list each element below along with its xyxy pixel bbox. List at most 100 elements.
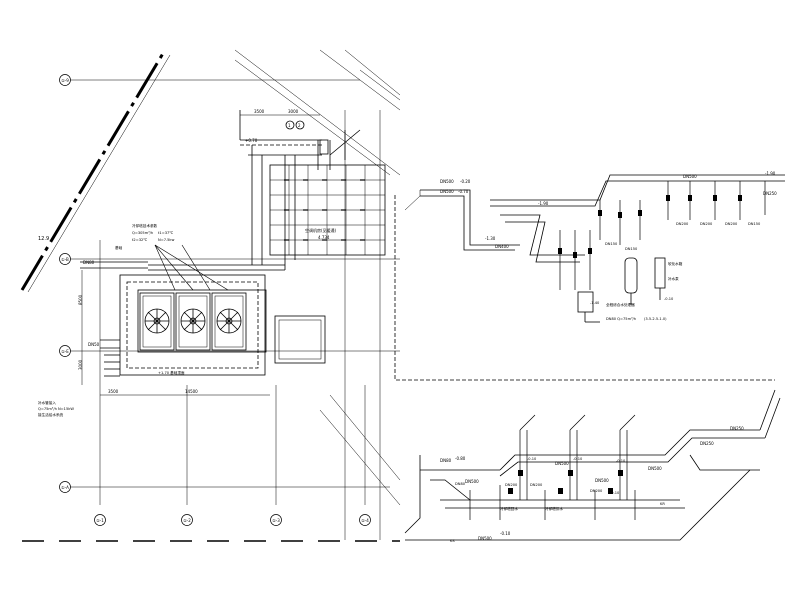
bot-dn-5: DN500 (478, 536, 492, 541)
basin-note: +1.70 基础顶面 (158, 370, 185, 375)
axis-bubble-row-1: ①-9 (59, 74, 71, 86)
top-elev-4: -1.30 (485, 236, 496, 241)
note-pump: 补水泵 (668, 276, 679, 281)
bot-dn-3: DN500 (648, 466, 662, 471)
bot-dn-11: DN80 (440, 458, 452, 463)
axis-bubble-row-4: ①-A (59, 481, 71, 493)
bot-elev-4: -0.10 (573, 457, 583, 461)
bot-dn-7: DN250 (730, 426, 744, 431)
top-dn-4: DN400 (495, 244, 509, 249)
axis-label-col-4: ①-4 (361, 518, 369, 523)
dim-top-a: 3500 (254, 109, 265, 114)
bot-dn-9: DN200 (530, 483, 543, 487)
bot-elev-3: -0.10 (527, 457, 537, 461)
top-branch-2: DN200 (700, 222, 713, 226)
callout-bubble-1 (285, 120, 295, 130)
equipment-pad (274, 315, 326, 364)
axis-bubble-col-1: ①-1 (94, 514, 106, 526)
axis-label-col-1: ①-1 (96, 518, 104, 523)
unit-note-5: N=7.5kw (158, 238, 174, 242)
callout-1: 1 (288, 123, 291, 128)
left-note-1: 补水管接入 (38, 400, 56, 405)
fan-icon-3 (217, 309, 241, 333)
bot-elev-6: -0.10 (610, 491, 620, 495)
note-treat-2: DN80 Q=75m³/h (606, 317, 636, 321)
dim-bottom-a: 3500 (108, 389, 119, 394)
top-elev-5: -0.10 (664, 297, 674, 301)
dim-left-b: 3000 (78, 359, 83, 370)
bot-dn-1: DN500 (465, 479, 479, 484)
diag-label: 12.9 (38, 236, 49, 242)
plan-left: DN80 8500 3000 DN50 补水管接入 Q=75m³/h N=15k… (38, 260, 270, 417)
water-treatment-vessel (624, 257, 638, 305)
tower-leaders (154, 244, 229, 291)
grid-note-2: 4.734 (318, 235, 330, 240)
callout-2: 2 (298, 123, 301, 128)
bot-ks: KS (450, 539, 455, 543)
diagonal-wall: 12.9 (20, 49, 171, 293)
bot-dn-8: DN200 (505, 483, 518, 487)
bot-note-1: 冷却塔回水 (500, 506, 518, 511)
grid-note-1: 空调机房(见暖通) (305, 227, 337, 233)
dim-bottom-b: 14500 (185, 389, 198, 394)
top-branch-4: DN150 (605, 242, 618, 246)
axis-bubble-col-4: ①-4 (359, 514, 371, 526)
top-branch-5: DN150 (625, 247, 638, 251)
pipe-label-left: DN80 (83, 260, 95, 265)
bot-dn-6: DN250 (700, 441, 714, 446)
cooling-tower-unit-2 (175, 292, 211, 351)
axis-bubble-row-3: ①-E (59, 345, 71, 357)
bot-dn-10: DN200 (590, 489, 603, 493)
top-dn-3: DN500 (683, 174, 697, 179)
tower-pad-outer (119, 274, 266, 376)
pump-group (577, 291, 600, 323)
bot-elev-1: -0.80 (455, 456, 466, 461)
axis-grid (70, 79, 400, 505)
axis-bubble-row-2: ①-B (59, 253, 71, 265)
top-elev-6: -1.40 (590, 301, 600, 305)
level-top: +0.70 (245, 138, 258, 143)
note-tank: 软化水箱 (668, 261, 683, 266)
bot-dn-4: DN500 (595, 478, 609, 483)
top-dn-2: DN500 (440, 189, 454, 194)
top-elev-2: -0.70 (458, 189, 469, 194)
top-branch-3: DN200 (725, 222, 738, 226)
building-outline (234, 49, 401, 540)
note-treat: 全程综合水处理器 (606, 302, 635, 307)
top-elev-1: -0.20 (460, 179, 471, 184)
tower-frame (137, 289, 267, 353)
axis-label-row-3: ①-E (61, 349, 69, 354)
axis-bubble-col-2: ①-2 (181, 514, 193, 526)
soft-water-tank (654, 257, 666, 300)
unit-note-1: 冷却塔技术参数 (132, 223, 158, 228)
grid-room: 空调机房(见暖通) 4.734 (269, 164, 386, 256)
axis-bubble-col-3: ①-3 (270, 514, 282, 526)
axis-label-row-1: ①-9 (61, 78, 69, 83)
bot-note-2: 冷却塔供水 (545, 506, 563, 511)
pipe-label-dn50: DN50 (88, 342, 100, 347)
left-note-2: Q=75m³/h N=15kW (38, 407, 74, 411)
bot-elev-2: -0.10 (500, 531, 511, 536)
tower-pad-dashed (126, 281, 259, 369)
plan-pipes: 1 2 3500 3000 +0.70 (148, 109, 361, 271)
top-right-elev: -1.90 (765, 171, 776, 176)
unit-note-2: Q=305m³/h (132, 231, 153, 235)
dim-top-b: 3000 (288, 109, 299, 114)
fan-icon-1 (145, 309, 169, 333)
top-dn-1: DN500 (440, 179, 454, 184)
top-elev-3: -1.90 (538, 201, 549, 206)
connection-dashed-line (394, 195, 775, 381)
bot-dn-12: DN80 (455, 482, 466, 486)
pad-label: 基础 (115, 245, 123, 250)
system-bottom: DN80 -0.80 DN500 DN500 DN500 DN500 DN500… (404, 389, 781, 543)
axis-label-col-2: ①-2 (183, 518, 191, 523)
axis-label-col-3: ①-3 (272, 518, 280, 523)
callout-bubble-2 (295, 120, 305, 130)
left-note-3: 接生活给水系统 (38, 412, 64, 417)
note-treat-3: (3.5-2.5-1.0) (644, 317, 667, 321)
bot-kr: KR (660, 502, 665, 506)
bot-dn-2: DN500 (555, 461, 569, 466)
cooling-tower-unit-3 (211, 292, 247, 351)
